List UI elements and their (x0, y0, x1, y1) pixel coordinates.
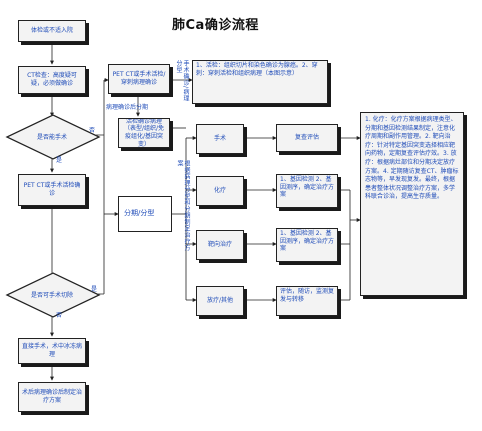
label-no-1: 否 (89, 127, 96, 134)
start-node: 体检或不适入院 (18, 20, 86, 42)
review-node: 复查评估 (276, 124, 338, 152)
follow-up-node: 评估，随访，监测复发与转移 (276, 286, 338, 316)
side-label-1: 手术确诊/病理分型 (175, 60, 189, 102)
diagram-title: 肺Ca确诊流程 (172, 18, 259, 33)
branch-surgery: 手术 (196, 124, 244, 154)
gene-test-node-1: 1、基因检测 2、基因测序，确定治疗方案 (276, 174, 338, 208)
branch-chemo: 化疗 (196, 176, 244, 206)
ct-check-node: CT检查：高度疑可疑，必须做确诊 (18, 66, 86, 94)
postop-node: 术后病理确诊后制定治疗方案 (18, 382, 86, 412)
label-no-2: 否 (56, 312, 63, 319)
label-yes-2: 是 (91, 286, 98, 293)
side-label-2: 根据病理分型和分期制定治疗方案 (176, 160, 190, 251)
gene-test-node-2: 1、基因检测 2、基因测序，确定治疗方案 (276, 228, 338, 262)
pet-ct-node: PET CT或手术活检确诊 (18, 174, 86, 206)
side-label-3: 病理确诊后分期 (106, 104, 149, 111)
biopsy-detail-node: 1、活检：组织切片和染色确诊为腺癌。2、穿刺：穿刺活检和组织病理（本图示意） (192, 60, 328, 104)
branch-targeted: 靶向治疗 (196, 230, 244, 260)
pathology-node: 活检确诊病理（表型/组织/免疫组化/基因突变） (118, 118, 170, 148)
direct-surgery-node: 直接手术，术中冰冻病理 (18, 338, 86, 364)
branch-radio: 放疗/其他 (196, 286, 244, 316)
decision-resectable: 是否可手术切除 (18, 280, 86, 308)
label-yes-1: 是 (56, 157, 63, 164)
biopsy-node: PET CT或手术活检/穿刺病理确诊 (108, 64, 170, 94)
classify-label: 分期/分型 (124, 209, 155, 217)
summary-node: 1. 化疗：化疗方案根据病理类型、分期和基因检测结果制定，注意化疗周期和副作用管… (360, 112, 464, 296)
decision-surgery: 是否能手术 (18, 120, 86, 152)
classify-frame (118, 196, 172, 232)
